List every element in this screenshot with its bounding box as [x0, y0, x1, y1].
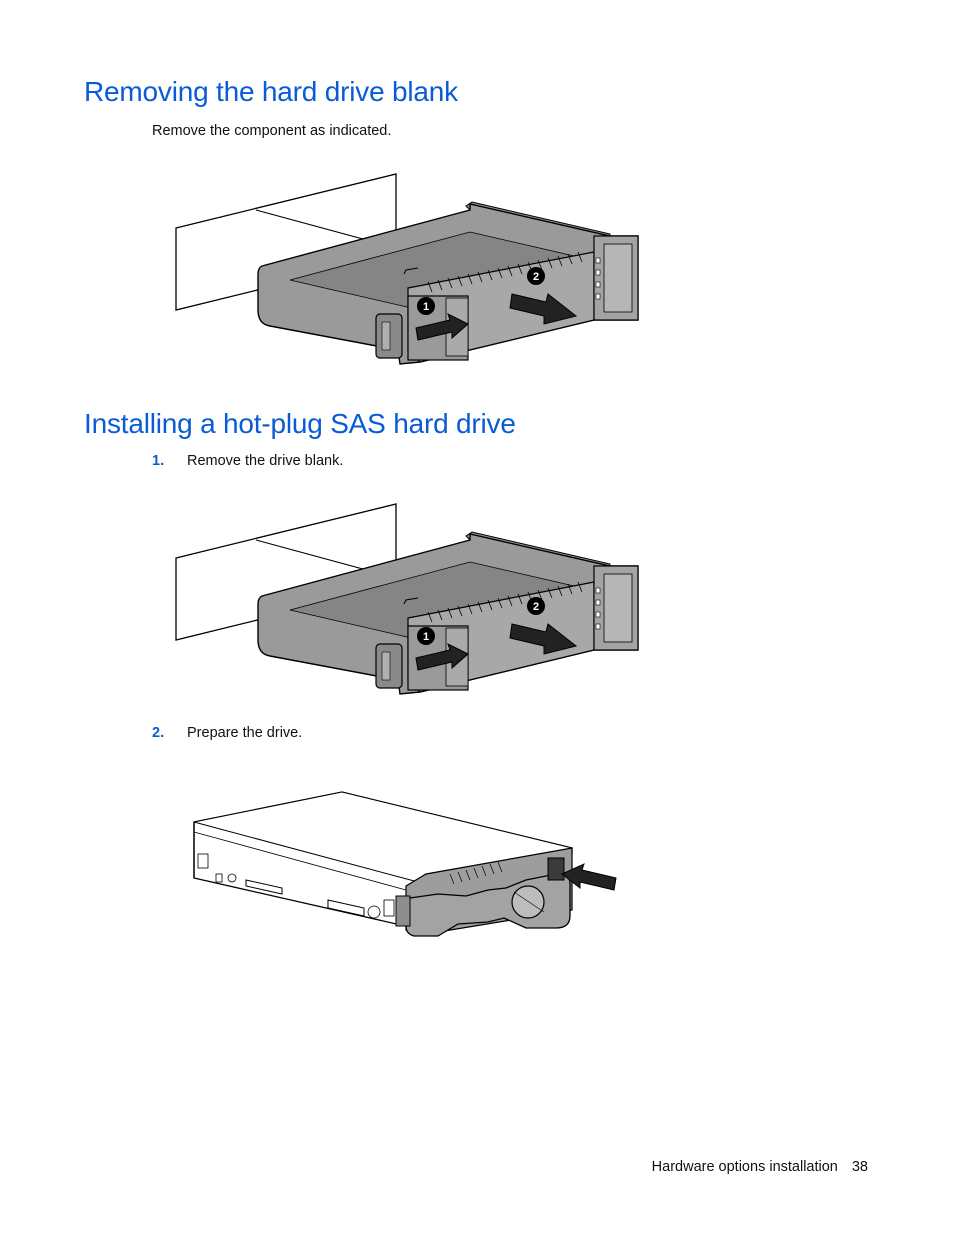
callout-2: 2: [533, 601, 539, 613]
callout-1: 1: [423, 631, 429, 643]
figure-step-2-prepare-drive: [188, 788, 618, 938]
callout-2: 2: [533, 271, 539, 283]
step-2-text: Prepare the drive.: [187, 725, 303, 741]
drive-blank-illustration: 1 2: [170, 500, 640, 700]
figure-step-1-remove-blank: 1 2: [170, 500, 640, 700]
step-1: 1. Remove the drive blank.: [152, 453, 343, 469]
hard-drive-illustration: [188, 788, 618, 938]
step-1-text: Remove the drive blank.: [187, 453, 344, 469]
section-heading-installing-sas-drive: Installing a hot-plug SAS hard drive: [84, 408, 516, 439]
drive-blank-illustration: 1 2: [170, 170, 640, 370]
intro-paragraph: Remove the component as indicated.: [152, 123, 392, 139]
step-2: 2. Prepare the drive.: [152, 725, 302, 741]
figure-remove-drive-blank: 1 2: [170, 170, 640, 370]
step-1-number: 1.: [152, 453, 165, 469]
page-number: 38: [851, 1159, 868, 1175]
section-heading-removing-blank: Removing the hard drive blank: [84, 76, 458, 107]
step-2-number: 2.: [152, 725, 165, 741]
footer-section-title: Hardware options installation: [651, 1159, 838, 1175]
page-footer: Hardware options installation 38: [652, 1159, 868, 1175]
callout-1: 1: [423, 301, 429, 313]
